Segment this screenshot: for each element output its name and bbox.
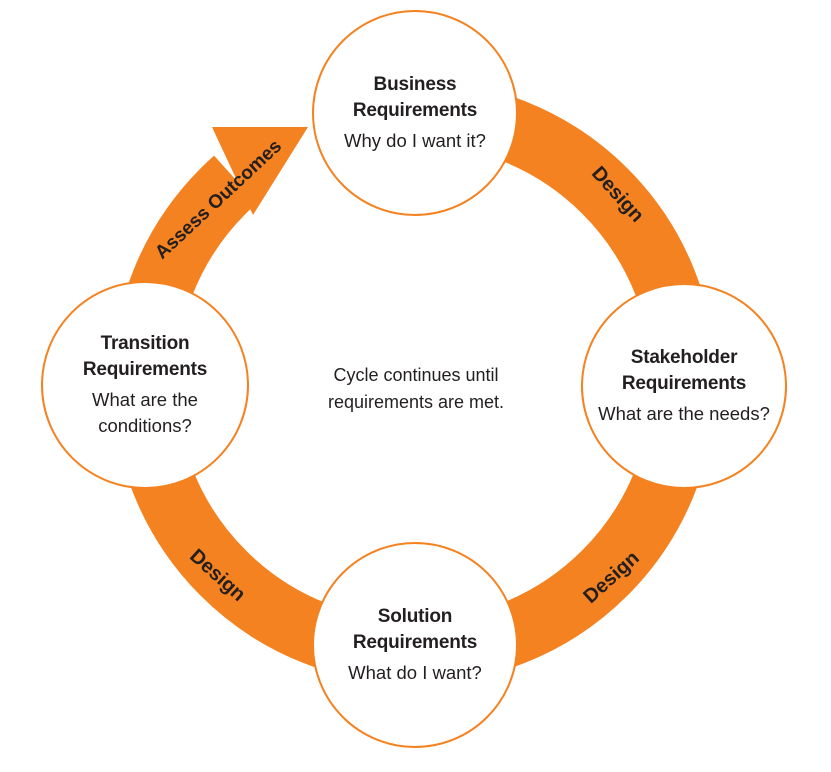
node-title-line: Business bbox=[373, 74, 457, 95]
cycle-note: Cycle continues until requirements are m… bbox=[300, 362, 532, 416]
node-title-line: Requirements bbox=[352, 100, 478, 121]
business-requirements-title: Business Requirements bbox=[352, 72, 478, 124]
transition-requirements-node: Transition Requirements What are the con… bbox=[41, 281, 249, 489]
cycle-note-line: requirements are met. bbox=[327, 392, 505, 412]
stakeholder-requirements-title: Stakeholder Requirements bbox=[621, 345, 747, 397]
node-title-line: Stakeholder bbox=[630, 347, 738, 368]
node-title-line: Requirements bbox=[621, 373, 747, 394]
solution-requirements-question: What do I want? bbox=[348, 662, 482, 683]
stakeholder-requirements-node: Stakeholder Requirements What are the ne… bbox=[581, 283, 787, 489]
solution-requirements-node: Solution Requirements What do I want? bbox=[312, 542, 518, 748]
node-title-line: Requirements bbox=[82, 359, 208, 380]
node-title-line: Solution bbox=[377, 606, 453, 627]
node-title-line: Transition bbox=[100, 333, 190, 354]
business-requirements-question: Why do I want it? bbox=[344, 130, 486, 151]
node-title-line: Requirements bbox=[352, 632, 478, 653]
transition-requirements-title: Transition Requirements bbox=[82, 331, 208, 383]
cycle-note-line: Cycle continues until bbox=[333, 365, 499, 385]
business-requirements-node: Business Requirements Why do I want it? bbox=[312, 10, 518, 216]
stakeholder-requirements-question: What are the needs? bbox=[598, 403, 770, 424]
node-subtitle-line: conditions? bbox=[98, 415, 192, 436]
solution-requirements-title: Solution Requirements bbox=[352, 604, 478, 656]
node-subtitle-line: What are the bbox=[92, 389, 198, 410]
assess-outcomes-arrowhead bbox=[212, 127, 308, 215]
transition-requirements-question: What are the conditions? bbox=[92, 387, 198, 439]
